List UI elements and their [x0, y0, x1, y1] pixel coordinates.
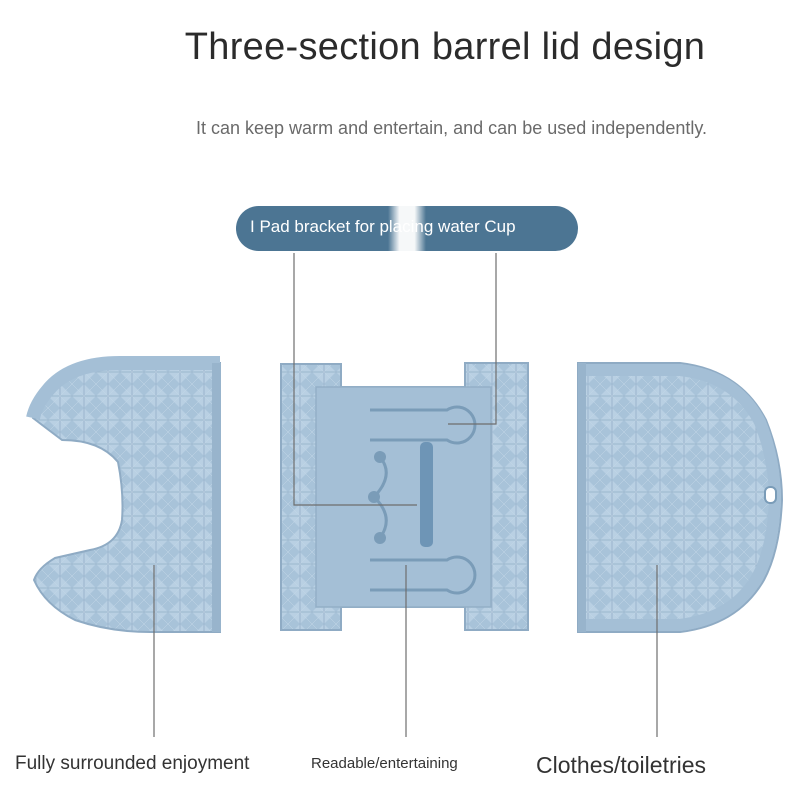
callout-pill-label: I Pad bracket for placing water Cup: [250, 217, 516, 236]
middle-lid-panel: [280, 362, 529, 631]
callout-line-ipad: [293, 253, 417, 506]
right-panel-shape: [577, 362, 784, 633]
page-title: Three-section barrel lid design: [184, 26, 706, 68]
right-lid-panel: [577, 362, 784, 633]
left-panel-edge: [212, 363, 221, 632]
right-panel-handle-hole: [764, 486, 777, 504]
caption-middle: Readable/entertaining: [311, 755, 458, 772]
callout-pill-gap: [388, 202, 426, 255]
left-lid-panel: [26, 356, 221, 633]
stand-hinge-icon: [368, 451, 388, 544]
cup-holder-bottom: [370, 555, 477, 595]
right-panel-edge: [578, 363, 586, 632]
caption-left: Fully surrounded enjoyment: [15, 753, 250, 774]
left-panel-shape: [31, 362, 221, 633]
feature-callout-pill: I Pad bracket for placing water Cup: [236, 202, 578, 255]
left-panel-rim: [26, 356, 220, 420]
ipad-slot: [420, 442, 433, 547]
page-subtitle: It can keep warm and entertain, and can …: [196, 118, 708, 138]
middle-panel-tray: [315, 386, 492, 608]
callout-lines: [153, 253, 658, 737]
caption-right: Clothes/toiletries: [536, 752, 707, 778]
callout-line-cup: [448, 253, 497, 425]
cup-holder-top: [370, 405, 477, 445]
